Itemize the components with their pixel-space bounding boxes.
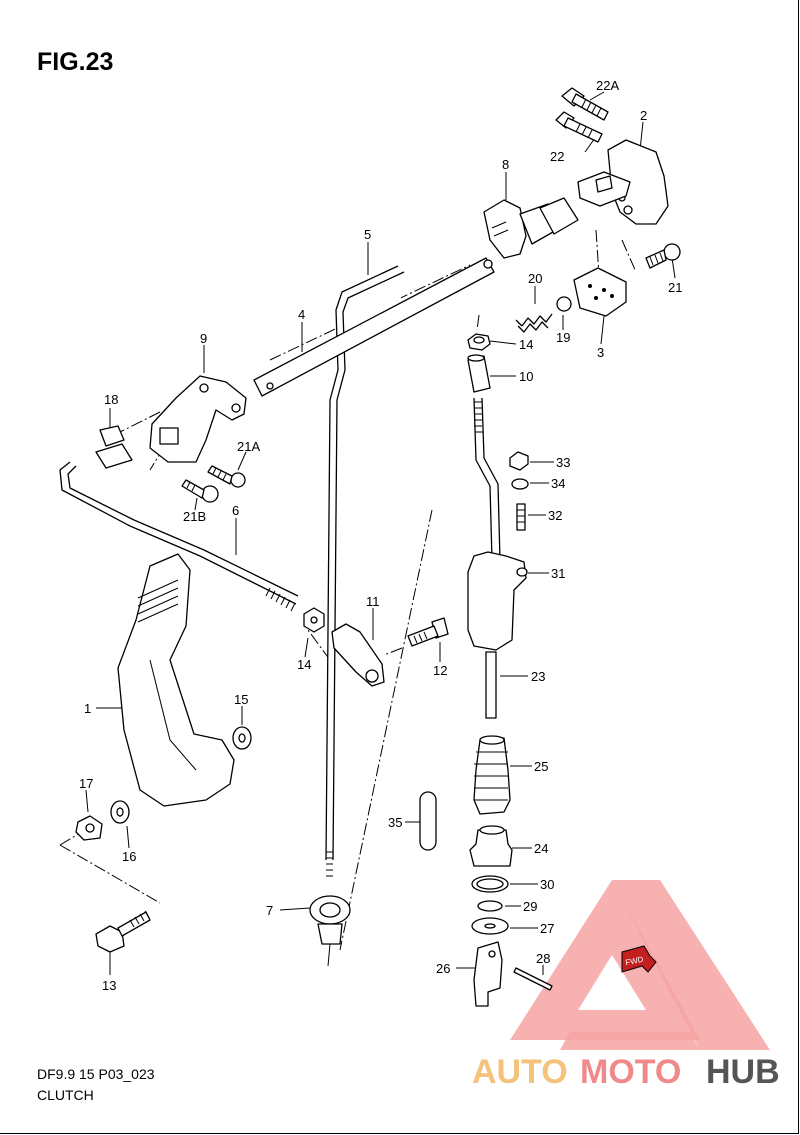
watermark-auto: AUTO [472,1053,568,1091]
figure-title: FIG.23 [37,48,114,76]
coupling-10 [467,354,491,393]
nut-14-lower [303,607,325,633]
spring-20 [515,313,553,333]
callout-12: 12 [433,663,447,678]
callout-32: 32 [548,508,562,523]
callout-14-lower: 14 [297,657,311,672]
rod-6 [59,461,299,612]
watermark-hub: HUB [706,1053,780,1091]
fwd-label: FWD [625,955,645,968]
clutch-cam-arm [577,139,669,225]
callout-22a: 22A [596,78,619,93]
callout-21b: 21B [183,509,206,524]
callout-9: 9 [200,331,207,346]
shift-rod-5 [325,265,405,877]
callout-28: 28 [536,951,550,966]
clip-18 [95,425,133,469]
grommet-7 [309,895,351,967]
clutch-pedal-1 [117,553,235,807]
callout-19: 19 [556,330,570,345]
callout-16: 16 [122,849,136,864]
nut-33 [509,451,529,471]
callout-10: 10 [519,369,533,384]
callout-22: 22 [550,149,564,164]
bolt-21 [645,243,681,269]
ball-19 [556,296,572,312]
callout-4: 4 [298,307,305,322]
o-ring-29 [477,900,503,912]
footer-name: CLUTCH [37,1087,94,1103]
bracket-26 [473,941,503,1007]
callout-18: 18 [104,392,118,407]
bolt-12 [407,617,449,647]
callout-34: 34 [551,476,565,491]
callout-24: 24 [534,841,548,856]
bolt-22a [561,87,609,121]
callout-15: 15 [234,692,248,707]
callout-20: 20 [528,271,542,286]
bolt-21b [181,479,219,503]
callout-8: 8 [502,157,509,172]
callout-3: 3 [597,345,604,360]
nut-14-top [467,333,491,351]
callout-14-top: 14 [519,337,533,352]
callout-labels: 22A 22 2 8 5 21 20 19 3 4 14 10 9 18 21A… [79,78,682,993]
callout-1: 1 [84,701,91,716]
callout-13: 13 [102,978,116,993]
bushing-24 [469,825,513,867]
callout-29: 29 [523,899,537,914]
callout-27: 27 [540,921,554,936]
pin-35 [419,791,437,851]
rod-23 [485,651,497,719]
callout-33: 33 [556,455,570,470]
callout-21a: 21A [237,439,260,454]
washer-34 [511,478,529,490]
callout-7: 7 [266,903,273,918]
bracket-9 [149,375,247,463]
callout-5: 5 [364,227,371,242]
fwd-arrow-icon: FWD [621,945,657,973]
pin-32 [516,503,526,531]
cam-plate-3 [573,267,627,317]
watermark-text: AUTO MOTO HUB [472,1053,780,1091]
clip-17 [75,815,103,841]
callout-6: 6 [232,503,239,518]
watermark-logo [510,880,770,1050]
callout-11: 11 [366,594,380,609]
callout-21: 21 [668,280,682,295]
lever-11 [331,623,385,687]
pin-28 [513,967,553,991]
callout-35: 35 [388,815,402,830]
callout-25: 25 [534,759,548,774]
shift-shaft-arm [483,197,579,259]
shift-shaft-4 [253,257,495,397]
callout-31: 31 [551,566,565,581]
callout-23: 23 [531,669,545,684]
boot-31 [467,551,528,651]
watermark-moto: MOTO [580,1053,681,1091]
bolt-21a [207,465,246,488]
bolt-22 [555,111,603,143]
callout-26: 26 [436,961,450,976]
footer-code: DF9.9 15 P03_023 [37,1066,155,1082]
callout-2: 2 [640,108,647,123]
bellows-25 [473,735,511,815]
callout-30: 30 [540,877,554,892]
bolt-13 [95,910,151,953]
shift-rod-center [473,397,501,561]
callout-17: 17 [79,776,93,791]
